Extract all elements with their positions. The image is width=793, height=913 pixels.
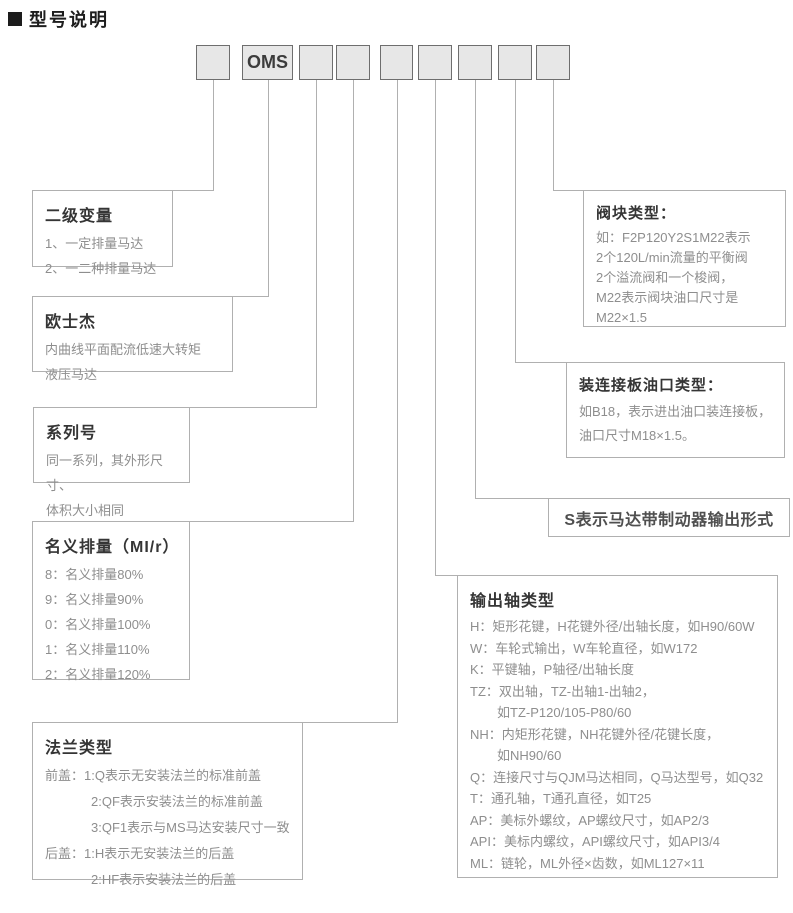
panel-line: ML：链轮，ML外径×齿数，如ML127×11 bbox=[470, 855, 705, 871]
panel-line: 8：名义排量80% bbox=[45, 567, 144, 582]
panel-port-plate: 装连接板油口类型： 如B18，表示进出油口装连接板， 油口尺寸M18×1.5。 bbox=[566, 362, 785, 458]
code-segment-box-9 bbox=[536, 45, 570, 80]
panel-title: 装连接板油口类型： bbox=[579, 377, 724, 394]
panel-line: 2个120L/min流量的平衡阀 bbox=[596, 250, 748, 265]
connector-line bbox=[303, 722, 398, 723]
panel-line: 2:QF表示安装法兰的标准前盖 bbox=[91, 794, 263, 809]
connector-line bbox=[553, 80, 554, 190]
code-segment-box-5 bbox=[380, 45, 413, 80]
connector-line bbox=[213, 80, 214, 190]
panel-line: 0：名义排量100% bbox=[45, 617, 151, 632]
connector-line bbox=[475, 498, 549, 499]
connector-line bbox=[515, 80, 516, 362]
connector-line bbox=[173, 190, 214, 191]
panel-title: 阀块类型： bbox=[596, 205, 677, 222]
panel-title: 输出轴类型 bbox=[470, 593, 556, 610]
connector-line bbox=[553, 190, 584, 191]
panel-line: 9：名义排量90% bbox=[45, 592, 144, 607]
panel-output-shaft: 输出轴类型 H：矩形花键，H花键外径/出轴长度，如H90/60W W：车轮式输出… bbox=[457, 575, 778, 878]
connector-line bbox=[353, 80, 354, 521]
panel-title: 名义排量（MI/r） bbox=[45, 539, 180, 556]
code-segment-box-8 bbox=[498, 45, 532, 80]
panel-title: 系列号 bbox=[46, 425, 98, 442]
panel-brand: 欧士杰 内曲线平面配流低速大转矩 液压马达 bbox=[32, 296, 233, 382]
connector-line bbox=[190, 521, 354, 522]
panel-series: 系列号 同一系列，其外形尺寸、 体积大小相同 bbox=[33, 407, 190, 518]
panel-line: 2:HF表示安装法兰的后盖 bbox=[91, 872, 237, 887]
panel-line: API：美标内螺纹，API螺纹尺寸，如API3/4 bbox=[470, 834, 720, 849]
panel-line: 体积大小相同 bbox=[46, 503, 125, 518]
connector-line bbox=[435, 80, 436, 575]
panel-line: NH：内矩形花键，NH花键外径/花键长度， bbox=[470, 726, 720, 742]
connector-line bbox=[316, 80, 317, 407]
panel-line: H：矩形花键，H花键外径/出轴长度，如H90/60W bbox=[470, 619, 755, 634]
panel-secondary-variable: 二级变量 1、一定排量马达 2、一二种排量马达 bbox=[32, 190, 173, 276]
panel-title: 欧士杰 bbox=[45, 314, 97, 331]
panel-line: 1：名义排量110% bbox=[45, 642, 150, 657]
brake-note-text: S表示马达带制动器输出形式 bbox=[564, 511, 774, 529]
code-segment-box-1 bbox=[196, 45, 230, 80]
panel-brake-note: S表示马达带制动器输出形式 bbox=[548, 498, 790, 537]
code-segment-label: OMS bbox=[246, 52, 288, 72]
code-segment-box-6 bbox=[418, 45, 452, 80]
panel-line: 后盖：1:H表示无安装法兰的后盖 bbox=[45, 846, 235, 861]
section-marker-icon bbox=[8, 12, 22, 26]
section-title: 型号说明 bbox=[29, 10, 109, 30]
panel-title: 二级变量 bbox=[45, 208, 114, 225]
panel-line: 如NH90/60 bbox=[497, 748, 562, 763]
panel-line: 前盖：1:Q表示无安装法兰的标准前盖 bbox=[45, 768, 261, 783]
panel-line: AP：美标外螺纹，AP螺纹尺寸，如AP2/3 bbox=[470, 812, 710, 828]
code-segment-box-3 bbox=[299, 45, 333, 80]
connector-line bbox=[515, 362, 567, 363]
panel-valve-block: 阀块类型： 如：F2P120Y2S1M22表示 2个120L/min流量的平衡阀… bbox=[583, 190, 786, 327]
panel-line: 3:QF1表示与MS马达安装尺寸一致 bbox=[91, 820, 290, 835]
panel-title: 法兰类型 bbox=[45, 740, 114, 757]
code-segment-box-oms: OMS bbox=[242, 45, 293, 80]
panel-line: 油口尺寸M18×1.5。 bbox=[579, 428, 695, 443]
panel-line: M22表示阀块油口尺寸是 bbox=[596, 290, 739, 305]
panel-line: 2：名义排量120% bbox=[45, 667, 151, 682]
panel-line: 内曲线平面配流低速大转矩 bbox=[45, 342, 202, 357]
panel-line: 液压马达 bbox=[45, 367, 98, 382]
connector-line bbox=[435, 575, 458, 576]
connector-line bbox=[190, 407, 317, 408]
panel-line: 2个溢流阀和一个梭阀， bbox=[596, 270, 734, 285]
panel-line: T：通孔轴，T通孔直径，如T25 bbox=[470, 791, 652, 806]
panel-displacement: 名义排量（MI/r） 8：名义排量80% 9：名义排量90% 0：名义排量100… bbox=[32, 521, 190, 682]
panel-line: 2、一二种排量马达 bbox=[45, 261, 157, 276]
panel-line: W：车轮式输出，W车轮直径，如W172 bbox=[470, 640, 698, 656]
panel-flange: 法兰类型 前盖：1:Q表示无安装法兰的标准前盖 2:QF表示安装法兰的标准前盖 … bbox=[32, 722, 303, 887]
panel-line: 如B18，表示进出油口装连接板， bbox=[579, 404, 772, 419]
connector-line bbox=[268, 80, 269, 296]
panel-line: 1、一定排量马达 bbox=[45, 236, 144, 251]
panel-line: Q：连接尺寸与QJM马达相同，Q马达型号，如Q32 bbox=[470, 769, 764, 785]
code-segment-box-4 bbox=[336, 45, 370, 80]
connector-line bbox=[397, 80, 398, 722]
section-header: 型号说明 bbox=[8, 6, 109, 32]
panel-line: 如TZ-P120/105-P80/60 bbox=[497, 705, 632, 720]
panel-line: 同一系列，其外形尺寸、 bbox=[46, 453, 164, 493]
connector-line bbox=[475, 80, 476, 498]
panel-line: 如：F2P120Y2S1M22表示 bbox=[596, 230, 751, 245]
panel-line: K：平键轴，P轴径/出轴长度 bbox=[470, 662, 634, 677]
code-segment-box-7 bbox=[458, 45, 492, 80]
panel-line: M22×1.5 bbox=[596, 310, 647, 325]
connector-line bbox=[233, 296, 269, 297]
panel-line: TZ：双出轴，TZ-出轴1-出轴2， bbox=[470, 683, 655, 699]
